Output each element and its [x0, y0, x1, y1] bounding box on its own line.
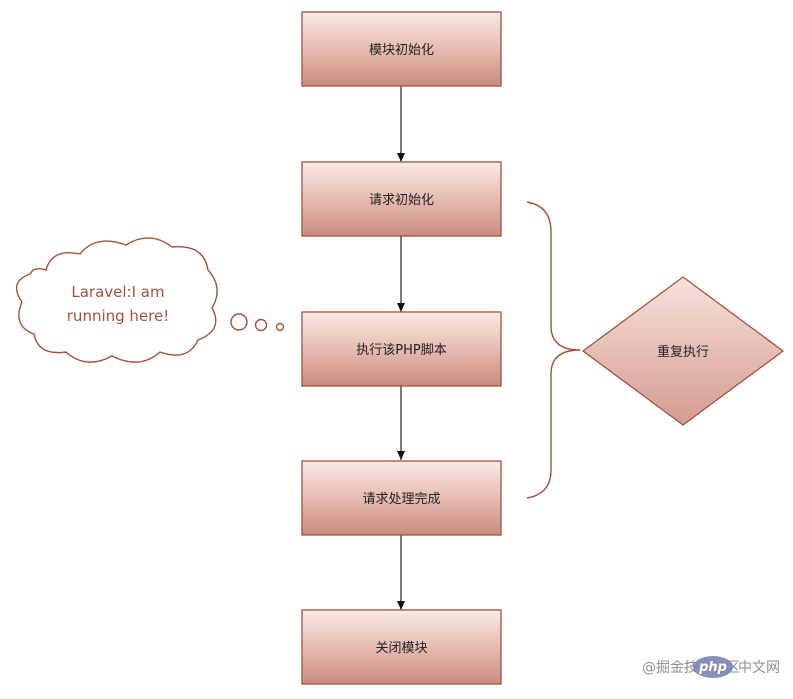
- thought-bubble-small: [275, 322, 285, 332]
- loop-diamond-label: 重复执行: [657, 344, 709, 360]
- php-logo-text: php: [698, 660, 727, 675]
- step-request-complete: 请求处理完成: [301, 460, 502, 536]
- step-execute-script: 执行该PHP脚本: [301, 311, 502, 387]
- step-module-init: 模块初始化: [301, 11, 502, 87]
- step-request-init-label: 请求初始化: [369, 193, 434, 208]
- thought-bubble-medium: [254, 318, 268, 332]
- step-execute-script-label: 执行该PHP脚本: [356, 342, 446, 358]
- step-request-complete-label: 请求处理完成: [362, 492, 440, 507]
- cloud-shape: [15, 237, 218, 363]
- loop-diamond: 重复执行: [581, 276, 785, 426]
- watermark-site-text: 中文网: [738, 660, 780, 676]
- loop-brace: [526, 201, 581, 499]
- watermark: @掘金技术社区 php 中文网: [642, 656, 780, 678]
- php-logo-icon: [693, 656, 733, 678]
- thought-bubble-large: [230, 313, 248, 331]
- cloud-text-line1: Laravel:I am: [71, 283, 164, 301]
- step-module-init-label: 模块初始化: [369, 43, 434, 58]
- step-request-init: 请求初始化: [301, 161, 502, 237]
- cloud-text-line2: running here!: [67, 307, 169, 325]
- thought-cloud: Laravel:I am running here!: [15, 237, 285, 363]
- step-module-shutdown: 关闭模块: [301, 609, 502, 685]
- step-module-shutdown-label: 关闭模块: [375, 641, 427, 656]
